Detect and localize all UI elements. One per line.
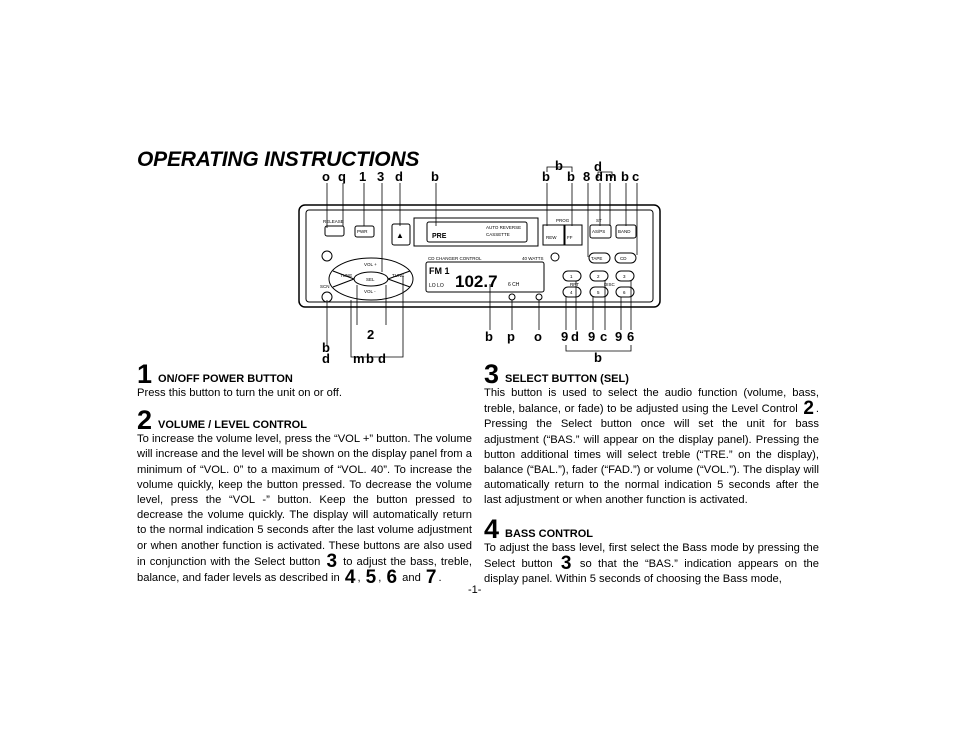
watts-label: 40 WATTS (522, 256, 544, 261)
preset-3: 3 (623, 274, 626, 279)
callout-9c: 9 (615, 329, 622, 344)
callout-b7: b (366, 351, 374, 366)
vol-down-label: VOL - (364, 289, 376, 294)
prog-label: PROG (556, 218, 570, 223)
ff-label: FF (567, 235, 573, 240)
callout-9a: 9 (561, 329, 568, 344)
preset-6: 6 (623, 290, 626, 295)
preset-4: 4 (570, 290, 573, 295)
callout-m2: m (353, 351, 365, 366)
cd-label: CD (620, 256, 627, 261)
page-number: -1- (468, 584, 482, 596)
callout-1: 1 (359, 169, 366, 184)
section-4-heading: 4 BASS CONTROL (484, 513, 594, 544)
sel-label: SEL (366, 277, 375, 282)
rew-label: REW (546, 235, 557, 240)
callout-d5: d (378, 351, 386, 366)
section-3-text: This button is used to select the audio … (484, 387, 819, 507)
tune-up-label: TUNE (392, 273, 404, 278)
pwr-label: PWR (357, 229, 368, 234)
brand-logo: PRE (432, 233, 447, 240)
callout-o2: o (534, 329, 542, 344)
section-1-heading: 1 ON/OFF POWER BUTTON (137, 359, 293, 389)
callout-q: q (338, 169, 346, 184)
callout-8: 8 (583, 169, 590, 184)
disc-label: DISC (604, 282, 616, 287)
callout-b6: b (322, 340, 330, 355)
callout-c2: c (600, 329, 607, 344)
asps-label: AS/PS (592, 229, 605, 234)
preset-2: 2 (597, 274, 600, 279)
callout-b2: b (542, 169, 550, 184)
callout-group-b: b (555, 158, 563, 173)
right-column: 3 SELECT BUTTON (SEL) This button is use… (484, 359, 820, 587)
callout-b: b (431, 169, 439, 184)
callout-o: o (322, 169, 330, 184)
callout-9b: 9 (588, 329, 595, 344)
display-loc: LO LO (429, 283, 444, 289)
callout-2: 2 (367, 327, 374, 342)
release-label: RELEASE (323, 219, 344, 224)
callout-m: m (605, 169, 617, 184)
left-column: 1 ON/OFF POWER BUTTON Press this button … (137, 359, 473, 589)
preset-1: 1 (570, 274, 573, 279)
callout-d4: d (322, 351, 330, 366)
callout-p: p (507, 329, 515, 344)
callout-c: c (632, 169, 639, 184)
section-1-text: Press this button to turn the unit on or… (137, 387, 343, 399)
cassette-label-2: CASSETTE (486, 232, 510, 237)
callout-group-b2: b (594, 350, 602, 365)
cassette-label-1: AUTO REVERSE (486, 225, 521, 230)
scn-label: SCN (320, 284, 330, 289)
section-3-heading: 3 SELECT BUTTON (SEL) (484, 359, 629, 389)
display-band: FM 1 (429, 266, 450, 276)
display-ch: 6 CH (508, 282, 520, 288)
callout-3: 3 (377, 169, 384, 184)
section-2-heading: 2 VOLUME / LEVEL CONTROL (137, 405, 307, 436)
callout-group-d: d (594, 159, 602, 174)
callout-6: 6 (627, 329, 634, 344)
band-label: BAND (618, 229, 631, 234)
page-title: OPERATING INSTRUCTIONS (137, 148, 420, 171)
callout-d: d (395, 169, 403, 184)
cd-changer-label: CD CHANGER CONTROL (428, 256, 482, 261)
section-2-text: To increase the volume level, press the … (137, 433, 473, 589)
callout-b5: b (485, 329, 493, 344)
display-freq: 102.7 (455, 272, 498, 291)
tune-down-label: TUNE (340, 273, 352, 278)
callout-b4: b (621, 169, 629, 184)
section-4-text: To adjust the bass level, first select t… (484, 541, 820, 586)
preset-5: 5 (597, 290, 600, 295)
rpt-label: RPT (570, 282, 579, 287)
callout-d2: d (595, 169, 603, 184)
vol-up-label: VOL + (364, 262, 377, 267)
eject-icon: ▲ (396, 231, 404, 240)
st-label: ST (596, 218, 602, 223)
callout-d3: d (571, 329, 579, 344)
tape-label: TAPE (591, 256, 602, 261)
callout-b3: b (567, 169, 575, 184)
